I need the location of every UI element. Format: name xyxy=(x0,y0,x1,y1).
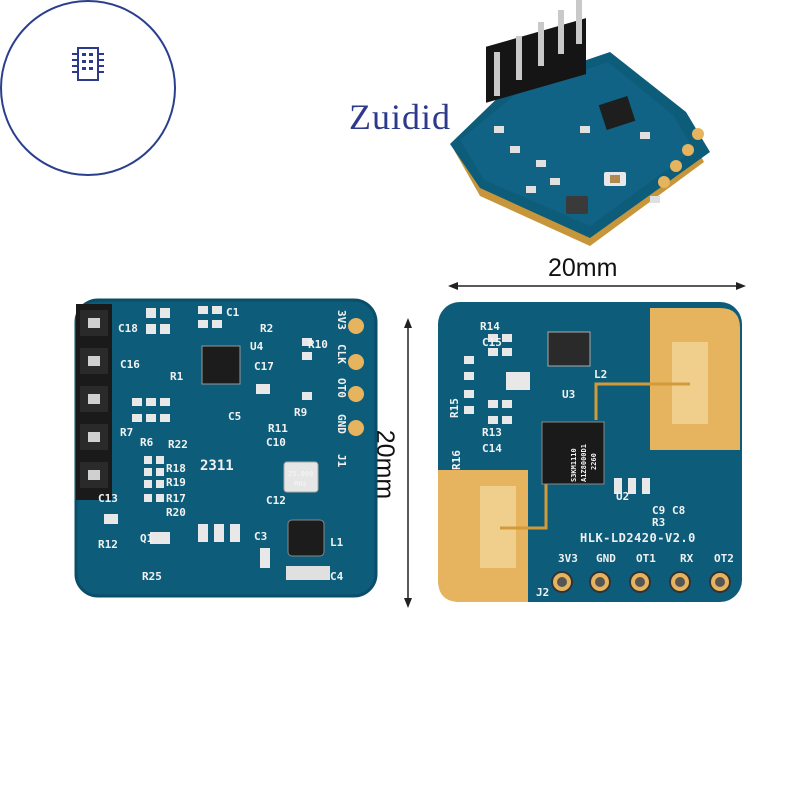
svg-text:R2: R2 xyxy=(260,322,273,335)
brand-logo: Zuidid xyxy=(0,0,450,176)
svg-text:S3KM1110: S3KM1110 xyxy=(570,448,578,482)
svg-text:C10: C10 xyxy=(266,436,286,449)
pin-header xyxy=(76,304,112,500)
svg-text:R20: R20 xyxy=(166,506,186,519)
svg-text:R12: R12 xyxy=(98,538,118,551)
width-label: 20mm xyxy=(548,254,618,282)
svg-text:R3: R3 xyxy=(652,516,665,529)
pin-label-rx: RX xyxy=(680,552,694,565)
svg-text:GND: GND xyxy=(335,414,348,434)
pin-label-3v3: 3V3 xyxy=(558,552,578,565)
svg-text:C18: C18 xyxy=(118,322,138,335)
svg-text:R10: R10 xyxy=(308,338,328,351)
pin-label-gnd: GND xyxy=(596,552,616,565)
svg-text:J2: J2 xyxy=(536,586,549,599)
svg-text:R25: R25 xyxy=(142,570,162,583)
svg-text:C5: C5 xyxy=(228,410,241,423)
svg-text:3V3: 3V3 xyxy=(335,310,348,330)
svg-text:C16: C16 xyxy=(120,358,140,371)
board-isometric-photo xyxy=(450,0,710,246)
pin-label-ot1: OT1 xyxy=(636,552,656,565)
svg-text:R22: R22 xyxy=(168,438,188,451)
svg-text:C12: C12 xyxy=(266,494,286,507)
svg-text:C14: C14 xyxy=(482,442,502,455)
svg-text:C17: C17 xyxy=(254,360,274,373)
svg-text:U4: U4 xyxy=(250,340,264,353)
svg-text:L1: L1 xyxy=(330,536,344,549)
svg-text:R7: R7 xyxy=(120,426,133,439)
pin-label-ot2: OT2 xyxy=(714,552,734,565)
svg-text:R16: R16 xyxy=(450,450,463,470)
svg-text:J1: J1 xyxy=(335,454,348,468)
svg-text:C13: C13 xyxy=(98,492,118,505)
svg-text:A1Z8000D1: A1Z8000D1 xyxy=(580,444,588,482)
svg-text:U3: U3 xyxy=(562,388,575,401)
svg-text:R18: R18 xyxy=(166,462,186,475)
svg-text:C8: C8 xyxy=(672,504,685,517)
svg-text:2260: 2260 xyxy=(590,453,598,470)
svg-text:C15: C15 xyxy=(482,336,502,349)
svg-text:R13: R13 xyxy=(482,426,502,439)
svg-text:R9: R9 xyxy=(294,406,307,419)
svg-text:MHz: MHz xyxy=(294,480,307,488)
svg-text:R14: R14 xyxy=(480,320,500,333)
brand-name: Zuidid xyxy=(349,97,451,137)
svg-text:C4: C4 xyxy=(330,570,344,583)
svg-text:25.000: 25.000 xyxy=(288,470,313,478)
svg-text:R6: R6 xyxy=(140,436,154,449)
width-dimension-arrow xyxy=(448,282,746,290)
svg-text:C9: C9 xyxy=(652,504,665,517)
svg-text:R1: R1 xyxy=(170,370,184,383)
height-dimension-arrow xyxy=(404,318,412,608)
svg-text:OT0: OT0 xyxy=(335,378,348,398)
chip-icon xyxy=(72,47,104,81)
svg-text:R17: R17 xyxy=(166,492,186,505)
svg-text:R15: R15 xyxy=(448,398,461,418)
svg-text:U2: U2 xyxy=(616,490,629,503)
svg-text:C3: C3 xyxy=(254,530,267,543)
svg-text:L2: L2 xyxy=(594,368,607,381)
svg-text:CLK: CLK xyxy=(335,344,348,364)
svg-text:R11: R11 xyxy=(268,422,288,435)
svg-text:2311: 2311 xyxy=(200,458,234,474)
svg-text:R19: R19 xyxy=(166,476,186,489)
svg-text:Q1: Q1 xyxy=(140,532,154,545)
svg-text:C1: C1 xyxy=(226,306,240,319)
board-model-label: HLK-LD2420-V2.0 xyxy=(580,531,696,545)
